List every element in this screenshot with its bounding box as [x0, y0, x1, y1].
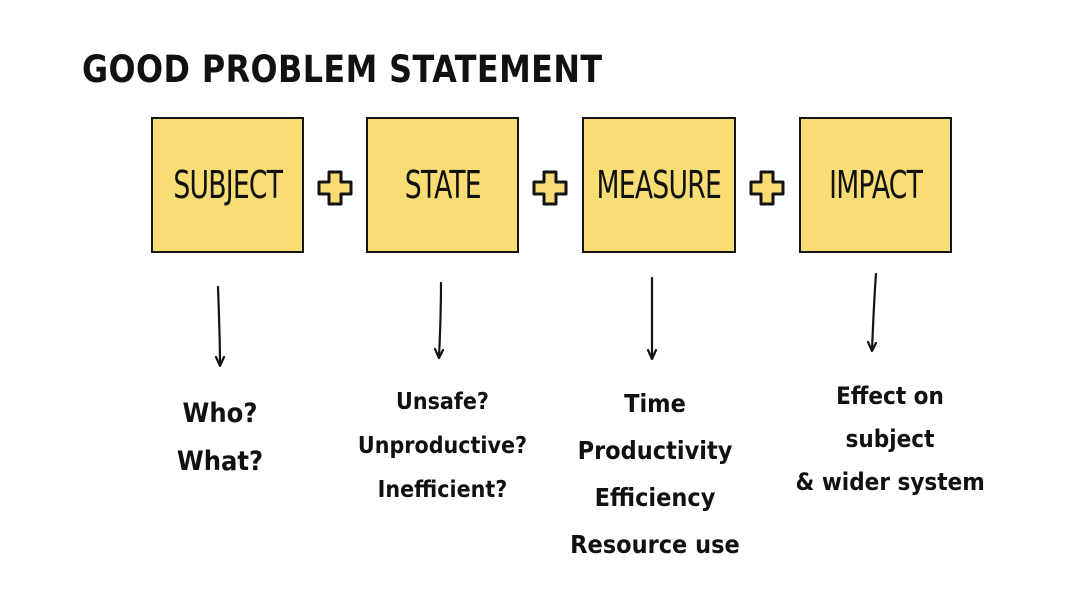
description-line: Who? — [182, 398, 258, 429]
description-line: What? — [176, 446, 264, 477]
plus-icon — [749, 170, 785, 206]
subject-description: Who? What? — [150, 390, 290, 486]
arrow-down-icon — [433, 281, 445, 360]
plus-icon — [317, 170, 353, 206]
arrow-down-icon — [646, 276, 658, 361]
measure-description: Time Productivity Efficiency Resource us… — [560, 380, 750, 568]
box-subject: SUBJECT — [151, 117, 304, 253]
state-description: Unsafe? Unproductive? Inefficient? — [345, 380, 540, 512]
description-line: Unsafe? — [396, 389, 489, 415]
arrow-down-icon — [866, 272, 878, 353]
arrow-down-icon — [214, 285, 226, 368]
impact-description: Effect on subject & wider system — [785, 375, 995, 504]
description-line: Effect on — [836, 382, 944, 410]
description-line: Time — [624, 389, 686, 418]
description-line: Resource use — [570, 530, 740, 559]
description-line: Productivity — [577, 436, 733, 465]
box-impact: IMPACT — [799, 117, 952, 253]
description-line: Unproductive? — [357, 433, 528, 459]
page-title: GOOD PROBLEM STATEMENT — [82, 48, 603, 91]
description-line: & wider system — [795, 468, 985, 496]
box-subject-label: SUBJECT — [173, 163, 283, 207]
description-line: subject — [845, 425, 935, 453]
box-impact-label: IMPACT — [828, 163, 923, 207]
description-line: Efficiency — [594, 483, 716, 512]
description-line: Inefficient? — [377, 477, 508, 503]
box-state: STATE — [366, 117, 519, 253]
box-measure: MEASURE — [582, 117, 736, 253]
box-measure-label: MEASURE — [596, 163, 722, 207]
plus-icon — [532, 170, 568, 206]
box-state-label: STATE — [404, 163, 481, 207]
